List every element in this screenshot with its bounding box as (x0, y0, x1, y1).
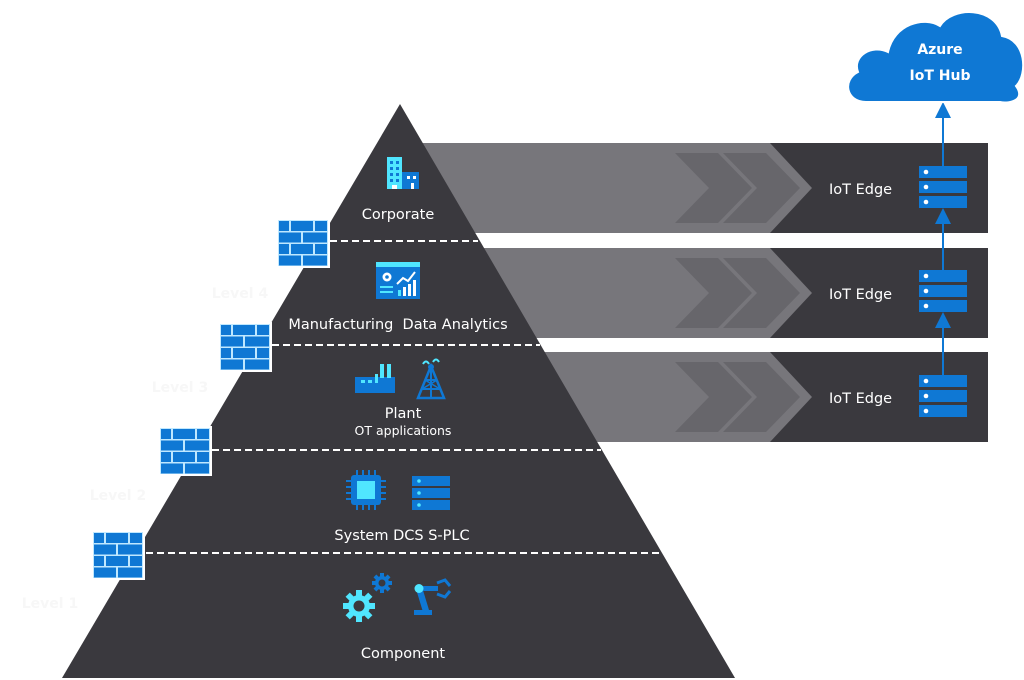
level-title-plant: Plant (385, 406, 422, 422)
level-title-manufacturing: Manufacturing Data Analytics (288, 317, 507, 333)
gears-icon (343, 573, 392, 622)
level-title-corporate: Corporate (362, 207, 435, 223)
firewall-icon (276, 218, 330, 268)
firewall-icon (218, 322, 272, 372)
cloud-title-line2: IoT Hub (910, 68, 971, 84)
level-label-4: Level 4 (212, 286, 269, 302)
level-title-component: Component (361, 646, 445, 662)
firewall-icon (91, 530, 145, 580)
iot-edge-label-1: IoT Edge (829, 182, 892, 198)
radio-tower-icon (416, 358, 446, 400)
pyramid (62, 104, 735, 678)
level-label-3: Level 3 (152, 380, 208, 396)
level-label-2: Level 2 (90, 488, 146, 504)
office-building-icon (387, 157, 419, 189)
firewall-icon (158, 426, 212, 476)
server-rack-icon (412, 476, 450, 510)
processor-chip-icon (346, 470, 386, 510)
analytics-dashboard-icon (376, 262, 420, 299)
level-subtitle-plant: OT applications (355, 423, 452, 438)
iot-edge-server-icon (919, 375, 967, 417)
level-title-system: System DCS S-PLC (334, 528, 469, 544)
iot-edge-label-3: IoT Edge (829, 391, 892, 407)
iot-edge-server-icon (919, 270, 967, 312)
robot-arm-icon (414, 578, 452, 615)
edge-band-1 (400, 143, 988, 233)
factory-icon (355, 364, 395, 393)
level-label-1: Level 1 (22, 596, 78, 612)
iot-edge-label-2: IoT Edge (829, 287, 892, 303)
iot-edge-server-icon (919, 166, 967, 208)
cloud-icon (847, 11, 1024, 104)
cloud-title-line1: Azure (917, 42, 962, 58)
